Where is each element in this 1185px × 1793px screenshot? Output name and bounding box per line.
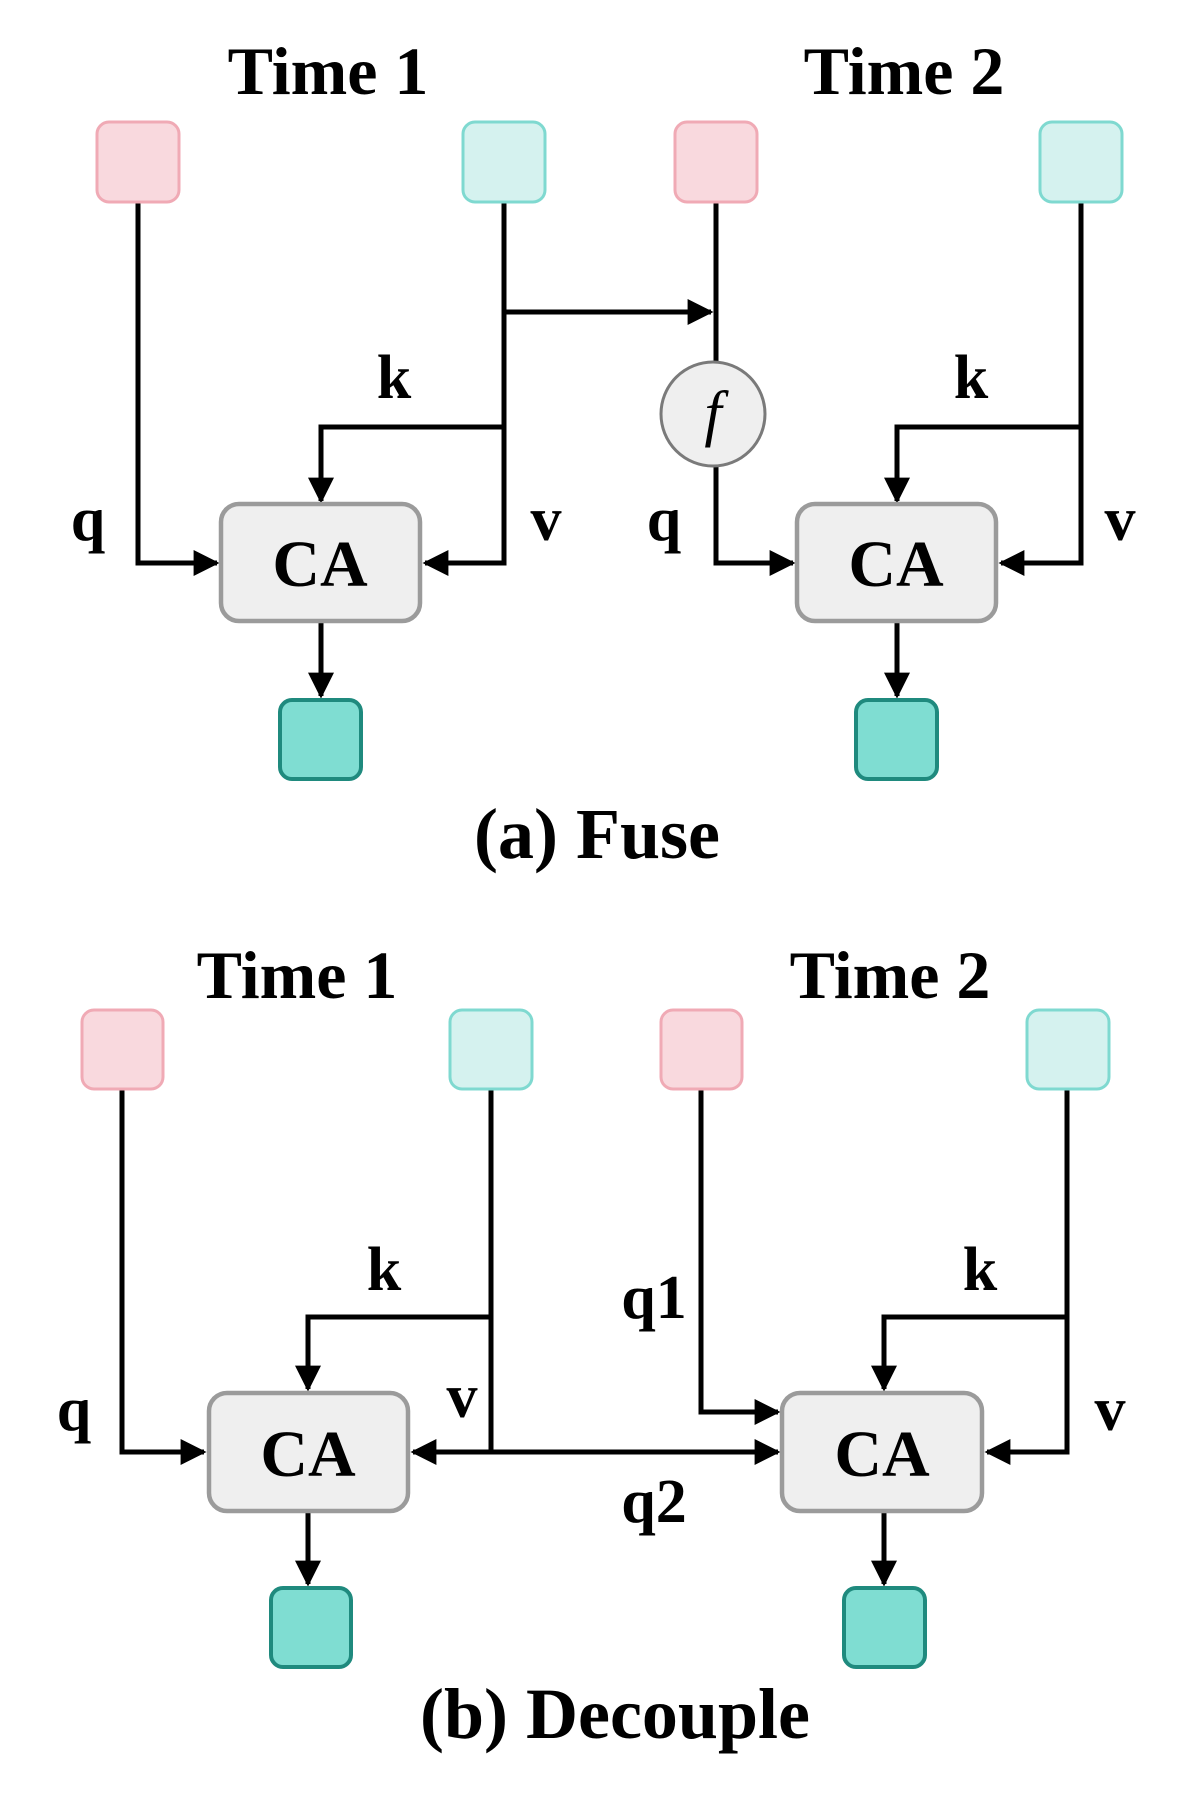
- panel-a-fuse-function-node: [659, 360, 767, 468]
- panel-b-q1-label: q1: [621, 1264, 686, 1332]
- panel-b-t1-key-arrow: [295, 1314, 491, 1392]
- panel-a-t1-value-label: v: [531, 486, 562, 554]
- panel-b-time1-title: Time 1: [197, 937, 398, 1013]
- panel-a-t1-query-arrow: [135, 202, 220, 576]
- panel-b-t1-cross-attention-block: [206, 1390, 411, 1514]
- panel-b-time2-title: Time 2: [790, 937, 991, 1013]
- panel-b-decouple: Time 1 Time 2 CA CA q k v q1 q2 k v: [57, 937, 1126, 1754]
- panel-a-t2-ca-label: CA: [848, 528, 944, 601]
- panel-b-t2-key-label: k: [963, 1236, 998, 1304]
- panel-a-t2-value-arrow: [998, 202, 1084, 576]
- panel-a-t1-kv-token: [461, 120, 547, 204]
- panel-b-t1-kv-token: [448, 1008, 534, 1091]
- panel-b-t1-key-label: k: [367, 1236, 402, 1304]
- panel-b-t2-kv-token: [1025, 1008, 1111, 1091]
- panel-a-t1-key-arrow: [308, 424, 504, 504]
- panel-a-time2-title: Time 2: [804, 33, 1005, 109]
- panel-b-t1-query-label: q: [57, 1376, 91, 1444]
- panel-b-t1-output-token: [269, 1586, 353, 1669]
- panel-b-t2-key-arrow: [871, 1314, 1067, 1392]
- panel-a-t2-key-label: k: [954, 344, 989, 412]
- panel-a-t1-query-token: [95, 120, 181, 204]
- panel-a-t1-key-label: k: [377, 344, 412, 412]
- panel-b-t1-query-arrow: [119, 1088, 207, 1465]
- panel-b-t2-query-token: [659, 1008, 744, 1091]
- panel-a-t1-cross-attention-block: [218, 501, 423, 624]
- panel-a-t2-output-token: [854, 698, 939, 781]
- panel-a-t2-query-token: [673, 120, 759, 204]
- panel-b-t1-value-label: v: [447, 1363, 478, 1431]
- panel-a-t2-value-label: v: [1105, 486, 1136, 554]
- panel-b-caption: (b) Decouple: [420, 1674, 810, 1754]
- panel-a-t2-key-arrow: [884, 424, 1081, 504]
- panel-a-fuse: Time 1 Time 2 f CA CA q k v q: [71, 33, 1136, 874]
- panel-a-time1-title: Time 1: [228, 33, 429, 109]
- panel-a-t1-ca-label: CA: [272, 528, 368, 601]
- panel-a-t2-query-label: q: [647, 486, 681, 554]
- panel-a-t2-cross-attention-block: [794, 501, 999, 624]
- panel-b-t1-query-token: [80, 1008, 165, 1091]
- panel-a-t1-value-arrow: [422, 202, 507, 576]
- panel-a-t2-kv-token: [1038, 120, 1124, 204]
- panel-a-t1-output-token: [278, 698, 363, 781]
- panel-b-t2-q1-arrow: [698, 1088, 781, 1425]
- panel-b-t2-ca-label: CA: [834, 1418, 930, 1491]
- panel-b-t2-output-token: [842, 1586, 927, 1669]
- panel-b-t2-value-label: v: [1095, 1376, 1126, 1444]
- panel-b-t1-ca-label: CA: [260, 1418, 356, 1491]
- panel-b-t2-cross-attention-block: [779, 1390, 985, 1514]
- panel-b-q2-label: q2: [621, 1468, 686, 1536]
- panel-a-caption: (a) Fuse: [474, 794, 720, 874]
- panel-a-t2-query-arrow: [713, 466, 796, 576]
- panel-a-t1-query-label: q: [71, 486, 105, 554]
- panel-b-t2-value-arrow: [984, 1088, 1070, 1465]
